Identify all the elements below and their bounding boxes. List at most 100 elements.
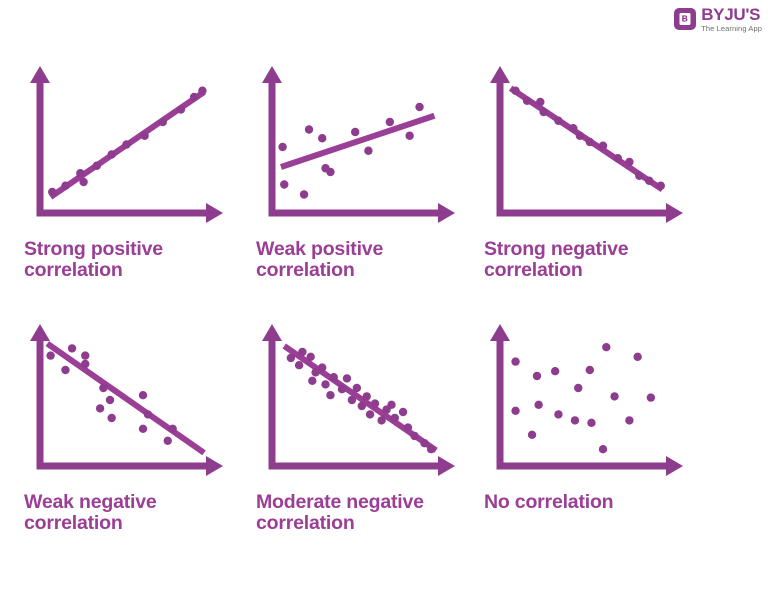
data-point	[403, 423, 413, 432]
data-point	[280, 180, 289, 189]
trend-line	[279, 112, 436, 170]
y-axis-arrowhead	[262, 66, 282, 83]
data-point	[168, 424, 177, 433]
data-point	[575, 131, 585, 140]
plot-no-correlation	[490, 324, 683, 476]
plot-strong-negative	[490, 66, 683, 223]
data-point	[198, 86, 207, 95]
panel-weak-negative: Weak negative correlation	[24, 310, 256, 560]
data-point	[308, 376, 317, 385]
x-axis-shaft	[36, 209, 211, 217]
data-point	[140, 131, 149, 140]
data-point	[511, 357, 520, 366]
data-point	[306, 352, 315, 361]
data-point	[377, 416, 386, 425]
data-point	[613, 154, 623, 163]
y-axis-arrowhead	[30, 66, 50, 83]
x-axis-shaft	[268, 462, 443, 470]
data-point	[585, 137, 594, 147]
x-axis-arrowhead	[206, 456, 223, 476]
logo-brand: BYJU'S	[701, 5, 761, 24]
plot-moderate-negative	[262, 324, 455, 476]
data-point	[398, 407, 408, 417]
y-axis-arrowhead	[262, 324, 282, 341]
panel-no-correlation: No correlation	[484, 310, 719, 560]
data-point	[532, 371, 542, 381]
x-axis-arrowhead	[438, 456, 455, 476]
data-point	[646, 393, 656, 402]
caption-weak-positive: Weak positive correlation	[256, 238, 384, 281]
panel-strong-negative: Strong negative correlation	[484, 52, 719, 310]
data-point	[656, 181, 665, 190]
plot-weak-positive	[262, 66, 455, 223]
panel-moderate-negative: Moderate negative correlation	[256, 310, 484, 560]
data-point	[79, 177, 88, 187]
data-point	[176, 105, 186, 114]
data-point	[278, 142, 287, 152]
data-point	[95, 404, 105, 413]
panel-strong-positive: Strong positive correlation	[24, 52, 256, 310]
y-axis-shaft	[496, 80, 504, 217]
x-axis-shaft	[36, 462, 211, 470]
data-point	[362, 392, 371, 401]
data-point	[385, 117, 395, 127]
caption-weak-negative: Weak negative correlation	[24, 491, 157, 534]
data-point	[92, 161, 102, 170]
x-axis-shaft	[268, 209, 443, 217]
data-point	[143, 410, 153, 419]
data-point	[76, 169, 85, 178]
data-point	[635, 171, 644, 180]
data-point	[352, 383, 362, 393]
data-point	[536, 97, 545, 107]
y-axis-shaft	[268, 338, 276, 470]
caption-no-correlation: No correlation	[484, 491, 614, 513]
data-point	[189, 92, 199, 102]
data-point	[357, 401, 366, 411]
caption-moderate-negative: Moderate negative correlation	[256, 491, 424, 534]
data-point	[554, 116, 563, 125]
byjus-book-icon	[674, 8, 697, 31]
y-axis-arrowhead	[490, 66, 510, 83]
data-point	[99, 383, 108, 393]
data-point	[511, 86, 520, 95]
data-point	[304, 125, 314, 134]
data-point	[81, 351, 90, 360]
data-point	[329, 373, 338, 382]
data-point	[286, 353, 296, 363]
y-axis-shaft	[496, 338, 504, 470]
data-point	[587, 418, 596, 427]
plot-strong-positive	[30, 66, 223, 223]
data-point	[405, 131, 414, 140]
y-axis-arrowhead	[490, 324, 510, 341]
x-axis-arrowhead	[666, 456, 683, 476]
data-point	[107, 150, 116, 159]
logo-tagline: The Learning App	[701, 24, 762, 33]
data-point	[321, 380, 330, 389]
logo-wordmark: BYJU'S The Learning App	[701, 6, 762, 33]
data-point	[365, 410, 375, 419]
data-point	[105, 395, 115, 405]
y-axis-shaft	[268, 80, 276, 217]
data-point	[46, 351, 55, 360]
data-point	[311, 368, 320, 377]
data-point	[347, 395, 357, 405]
data-point	[337, 385, 347, 394]
data-point	[574, 383, 583, 393]
data-point	[522, 96, 532, 105]
trend-line	[45, 341, 206, 456]
data-point	[61, 181, 70, 190]
data-point	[598, 141, 608, 150]
data-point	[81, 359, 90, 369]
data-point	[387, 400, 396, 409]
data-point	[625, 157, 634, 167]
data-point	[610, 392, 619, 401]
trend-line	[282, 343, 438, 453]
data-point	[48, 187, 57, 197]
data-point	[318, 134, 327, 143]
data-point	[539, 107, 548, 117]
data-point	[318, 363, 327, 372]
data-point	[633, 352, 642, 361]
data-point	[585, 365, 594, 375]
data-point	[351, 127, 360, 137]
